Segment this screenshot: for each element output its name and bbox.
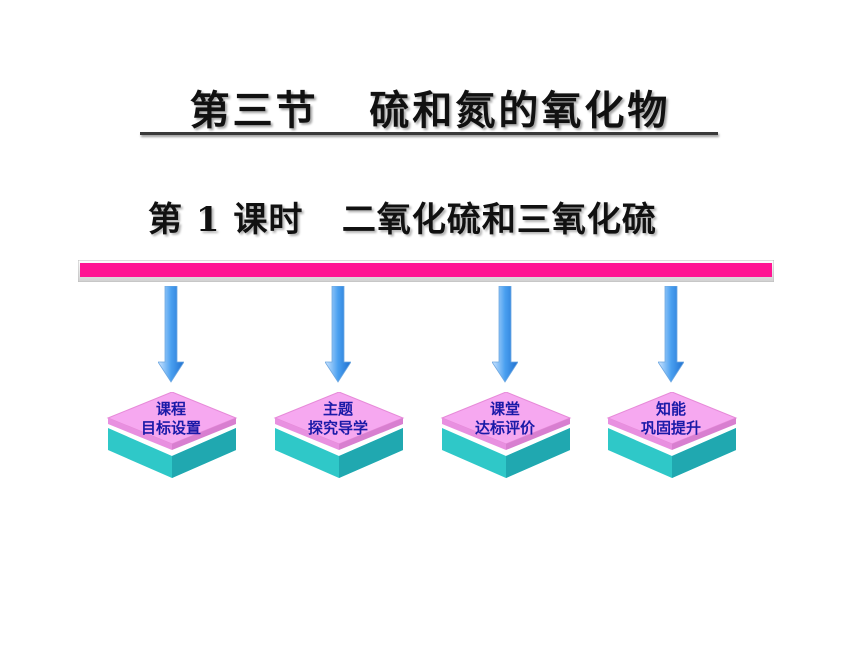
nav-node-label: 课程 目标设置	[140, 400, 201, 437]
nav-node-topic-inquiry[interactable]: 主题 探究导学	[273, 286, 413, 496]
nav-node-label: 知能 巩固提升	[640, 400, 701, 437]
nav-node-class-assessment[interactable]: 课堂 达标评价	[440, 286, 580, 496]
down-arrow-icon	[492, 286, 518, 383]
down-arrow-icon	[658, 286, 684, 383]
down-arrow-icon	[158, 286, 184, 383]
title-underline	[140, 132, 718, 135]
platform-icon	[106, 392, 238, 478]
slide-title: 第三节 硫和氮的氧化物	[189, 88, 671, 134]
nav-node-knowledge-review[interactable]: 知能 巩固提升	[606, 286, 746, 496]
platform-icon	[606, 392, 738, 478]
platform-icon	[273, 392, 405, 478]
header-bar	[78, 260, 774, 282]
nav-node-label: 主题 探究导学	[307, 400, 368, 437]
down-arrow-icon	[325, 286, 351, 383]
slide-subtitle: 第 1 课时 二氧化硫和三氧化硫	[148, 200, 657, 240]
platform-icon	[440, 392, 572, 478]
nav-node-label: 课堂 达标评价	[474, 400, 535, 437]
nav-node-course-goals[interactable]: 课程 目标设置	[106, 286, 246, 496]
